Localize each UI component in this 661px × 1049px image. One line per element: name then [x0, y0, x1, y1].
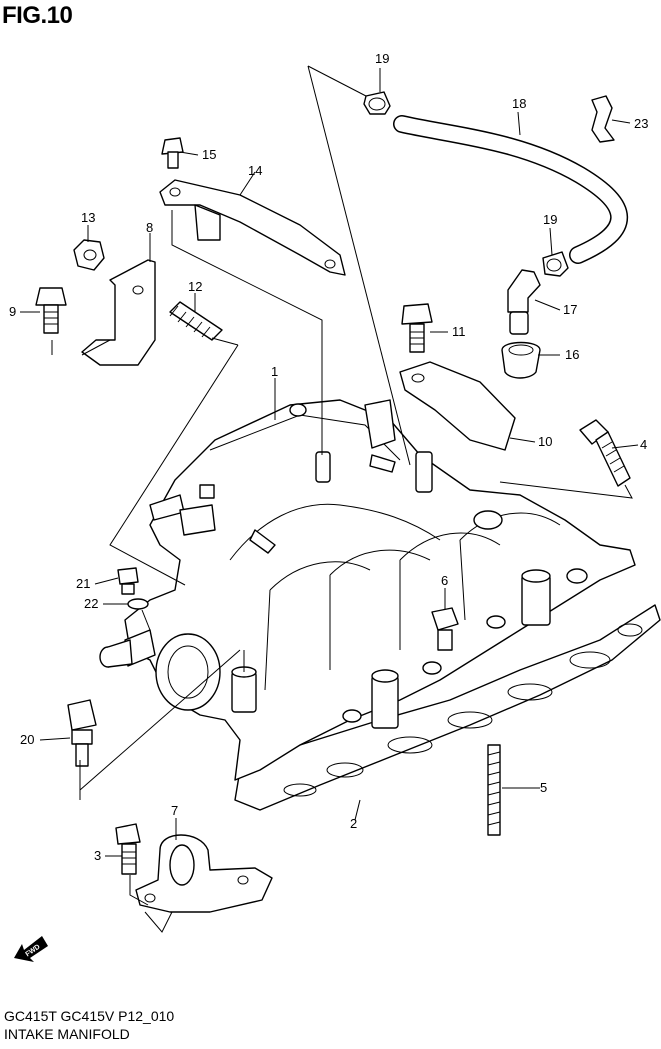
- callout-leaders: [20, 68, 639, 857]
- pcv-valve-part-17[interactable]: [507, 269, 541, 335]
- stay-part-14[interactable]: [159, 179, 346, 276]
- callout-6: 6: [441, 573, 448, 588]
- callout-labels: 19 18 23 19 17 16 11 10 4 15 14 8 13 12 …: [9, 51, 648, 863]
- assembly-leader-lines: [51, 65, 633, 933]
- bracket-part-7[interactable]: [135, 834, 273, 913]
- callout-2: 2: [350, 816, 357, 831]
- clamp-part-23[interactable]: [591, 95, 615, 143]
- callout-22: 22: [84, 596, 98, 611]
- callout-9: 9: [9, 304, 16, 319]
- callout-17: 17: [563, 302, 577, 317]
- gasket-part-2[interactable]: [234, 604, 661, 811]
- callout-3: 3: [94, 848, 101, 863]
- bolt-part-3[interactable]: [115, 823, 141, 875]
- clamp-part-19b[interactable]: [542, 251, 569, 277]
- washer-part-22[interactable]: [127, 598, 149, 610]
- footer-model-code: GC415T GC415V P12_010: [4, 1008, 175, 1024]
- callout-18: 18: [512, 96, 526, 111]
- nut-part-13[interactable]: [73, 239, 105, 271]
- callout-7: 7: [171, 803, 178, 818]
- bolt-part-15[interactable]: [161, 137, 184, 169]
- callout-16: 16: [565, 347, 579, 362]
- hose-part-18[interactable]: [393, 115, 628, 264]
- stud-part-5[interactable]: [487, 744, 501, 836]
- callout-10: 10: [538, 434, 552, 449]
- callout-23: 23: [634, 116, 648, 131]
- callout-4: 4: [640, 437, 647, 452]
- intake-manifold-part-1[interactable]: [99, 399, 636, 781]
- callout-11: 11: [452, 324, 466, 339]
- bolt-part-4[interactable]: [579, 419, 631, 487]
- bolt-part-6[interactable]: [431, 607, 459, 651]
- callout-14: 14: [248, 163, 262, 178]
- callout-5: 5: [540, 780, 547, 795]
- callout-21: 21: [76, 576, 90, 591]
- forward-arrow-label: FWD: [25, 943, 42, 958]
- callout-8: 8: [146, 220, 153, 235]
- forward-arrow-icon: FWD: [14, 936, 48, 962]
- clamp-part-19a[interactable]: [363, 91, 391, 115]
- callout-1: 1: [271, 364, 278, 379]
- stud-part-12[interactable]: [169, 301, 223, 341]
- bracket-part-10[interactable]: [399, 361, 516, 451]
- grommet-part-16[interactable]: [501, 341, 541, 379]
- callout-13: 13: [81, 210, 95, 225]
- bolt-part-21[interactable]: [117, 567, 139, 595]
- callout-19-lower: 19: [543, 212, 557, 227]
- bracket-part-8[interactable]: [81, 259, 156, 366]
- callout-15: 15: [202, 147, 216, 162]
- bolt-part-11[interactable]: [401, 303, 433, 353]
- sensor-part-20[interactable]: [67, 699, 97, 767]
- bolt-part-9[interactable]: [35, 287, 67, 334]
- callout-19-top: 19: [375, 51, 389, 66]
- callout-12: 12: [188, 279, 202, 294]
- callout-20: 20: [20, 732, 34, 747]
- footer-assembly-name: INTAKE MANIFOLD: [4, 1026, 130, 1042]
- figure-title: FIG.10: [2, 2, 73, 29]
